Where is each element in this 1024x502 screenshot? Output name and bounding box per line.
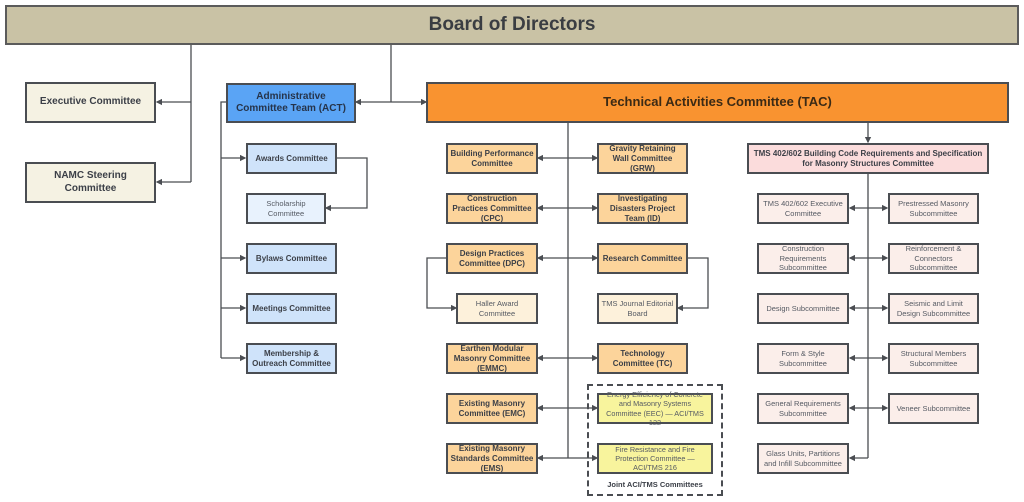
construction-practices-committee[interactable]: Construction Practices Committee (CPC) (446, 193, 538, 224)
namc-steering-committee[interactable]: NAMC Steering Committee (25, 162, 156, 203)
form-style-subcommittee[interactable]: Form & Style Subcommittee (757, 343, 849, 374)
membership-outreach-committee[interactable]: Membership & Outreach Committee (246, 343, 337, 374)
design-subcommittee[interactable]: Design Subcommittee (757, 293, 849, 324)
reinforcement-connectors-subcommittee[interactable]: Reinforcement & Connectors Subcommittee (888, 243, 979, 274)
structural-members-subcommittee[interactable]: Structural Members Subcommittee (888, 343, 979, 374)
tac-box[interactable]: Technical Activities Committee (TAC) (426, 82, 1009, 123)
tms402-executive-committee[interactable]: TMS 402/602 Executive Committee (757, 193, 849, 224)
awards-committee[interactable]: Awards Committee (246, 143, 337, 174)
construction-requirements-subcommittee[interactable]: Construction Requirements Subcommittee (757, 243, 849, 274)
fire-resistance-committee[interactable]: Fire Resistance and Fire Protection Comm… (597, 443, 713, 474)
tms-journal-editorial-board[interactable]: TMS Journal Editorial Board (597, 293, 678, 324)
existing-masonry-standards-committee[interactable]: Existing Masonry Standards Committee (EM… (446, 443, 538, 474)
existing-masonry-committee[interactable]: Existing Masonry Committee (EMC) (446, 393, 538, 424)
technology-committee[interactable]: Technology Committee (TC) (597, 343, 688, 374)
act-box[interactable]: Administrative Committee Team (ACT) (226, 83, 356, 123)
building-performance-committee[interactable]: Building Performance Committee (446, 143, 538, 174)
joint-committees-label: Joint ACI/TMS Committees (607, 480, 703, 489)
glass-units-subcommittee[interactable]: Glass Units, Partitions and Infill Subco… (757, 443, 849, 474)
board-of-directors[interactable]: Board of Directors (5, 5, 1019, 45)
prestressed-masonry-subcommittee[interactable]: Prestressed Masonry Subcommittee (888, 193, 979, 224)
general-requirements-subcommittee[interactable]: General Requirements Subcommittee (757, 393, 849, 424)
scholarship-committee[interactable]: Scholarship Committee (246, 193, 326, 224)
executive-committee[interactable]: Executive Committee (25, 82, 156, 123)
haller-award-committee[interactable]: Haller Award Committee (456, 293, 538, 324)
meetings-committee[interactable]: Meetings Committee (246, 293, 337, 324)
bylaws-committee[interactable]: Bylaws Committee (246, 243, 337, 274)
joint-committees-group (587, 384, 723, 496)
tms402-committee[interactable]: TMS 402/602 Building Code Requirements a… (747, 143, 989, 174)
seismic-limit-design-subcommittee[interactable]: Seismic and Limit Design Subcommittee (888, 293, 979, 324)
research-committee[interactable]: Research Committee (597, 243, 688, 274)
investigating-disasters-team[interactable]: Investigating Disasters Project Team (ID… (597, 193, 688, 224)
gravity-retaining-wall-committee[interactable]: Gravity Retaining Wall Committee (GRW) (597, 143, 688, 174)
earthen-modular-masonry-committee[interactable]: Earthen Modular Masonry Committee (EMMC) (446, 343, 538, 374)
design-practices-committee[interactable]: Design Practices Committee (DPC) (446, 243, 538, 274)
energy-efficiency-committee[interactable]: Energy Efficiency of Concrete and Masonr… (597, 390, 713, 427)
veneer-subcommittee[interactable]: Veneer Subcommittee (888, 393, 979, 424)
